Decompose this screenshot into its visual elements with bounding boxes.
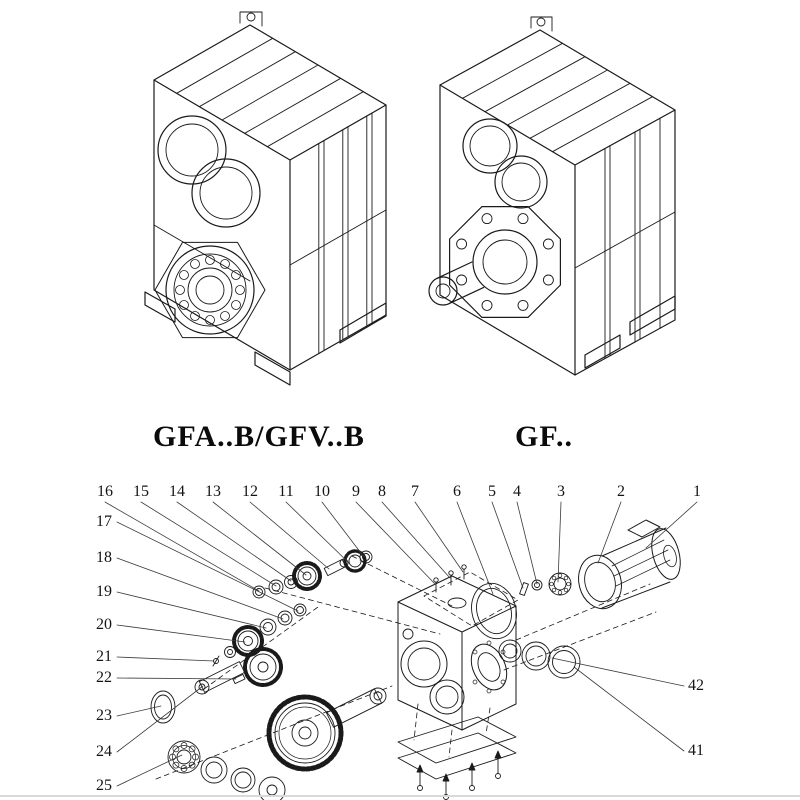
part-callout: 19 [96,583,112,600]
mounting-feet [584,295,676,369]
cooling-fins [176,37,364,148]
cover-bolts [416,750,502,800]
lifting-eye-icon [530,16,553,32]
exploded-bolts [433,564,467,593]
exploded-view [150,519,681,800]
part-callout: 22 [96,669,112,686]
exploded-housing [397,575,517,731]
exploded-input-assembly [252,549,373,599]
part-callout: 5 [488,483,496,500]
gearbox-gf-drawing [428,16,676,376]
exploded-gasket-bearing [471,572,572,640]
part-callout: 6 [453,483,461,500]
side-ribs [153,112,387,354]
part-callout: 3 [557,483,565,500]
part-callout: 20 [96,616,112,633]
part-callout: 24 [96,743,112,760]
motor-terminal-box [627,519,661,538]
part-callout: 42 [688,677,704,694]
model-label-gf: GF.. [515,420,573,453]
exploded-output-assembly [150,687,387,800]
exploded-motor [578,519,681,610]
hollow-shaft-bearing [154,241,266,339]
part-callout: 14 [169,483,185,500]
part-callout: 13 [205,483,221,500]
page-bottom-edge [0,795,800,797]
cooling-fins [462,42,653,153]
part-callout: 4 [513,483,521,500]
gearbox-gfab-drawing [144,11,387,386]
part-callout: 25 [96,777,112,794]
leader-lines [104,501,698,787]
model-label-gfab: GFA..B/GFV..B [153,420,365,453]
part-callout: 18 [96,549,112,566]
exploded-retaining-rings [498,639,581,679]
output-flange [449,206,562,318]
part-callout: 23 [96,707,112,724]
part-callout: 8 [378,483,386,500]
part-callout: 12 [242,483,258,500]
output-shaft [428,261,485,306]
lifting-eye-icon [239,11,263,27]
part-callout: 7 [411,483,419,500]
part-callout: 1 [693,483,701,500]
exploded-cover-plate [397,716,517,800]
mounting-feet [144,291,387,386]
input-bores [157,115,261,228]
part-callout: 2 [617,483,625,500]
part-callout: 10 [314,483,330,500]
input-bores [462,118,548,209]
part-callout: 15 [133,483,149,500]
part-callout: 11 [278,483,294,500]
part-callout: 21 [96,648,112,665]
part-callout: 41 [688,742,704,759]
part-callout: 16 [97,483,113,500]
exploded-intermediate-assembly [194,603,307,695]
part-callout: 17 [96,513,112,530]
side-ribs [574,117,676,359]
construction-lines [155,555,657,780]
part-callout: 9 [352,483,360,500]
